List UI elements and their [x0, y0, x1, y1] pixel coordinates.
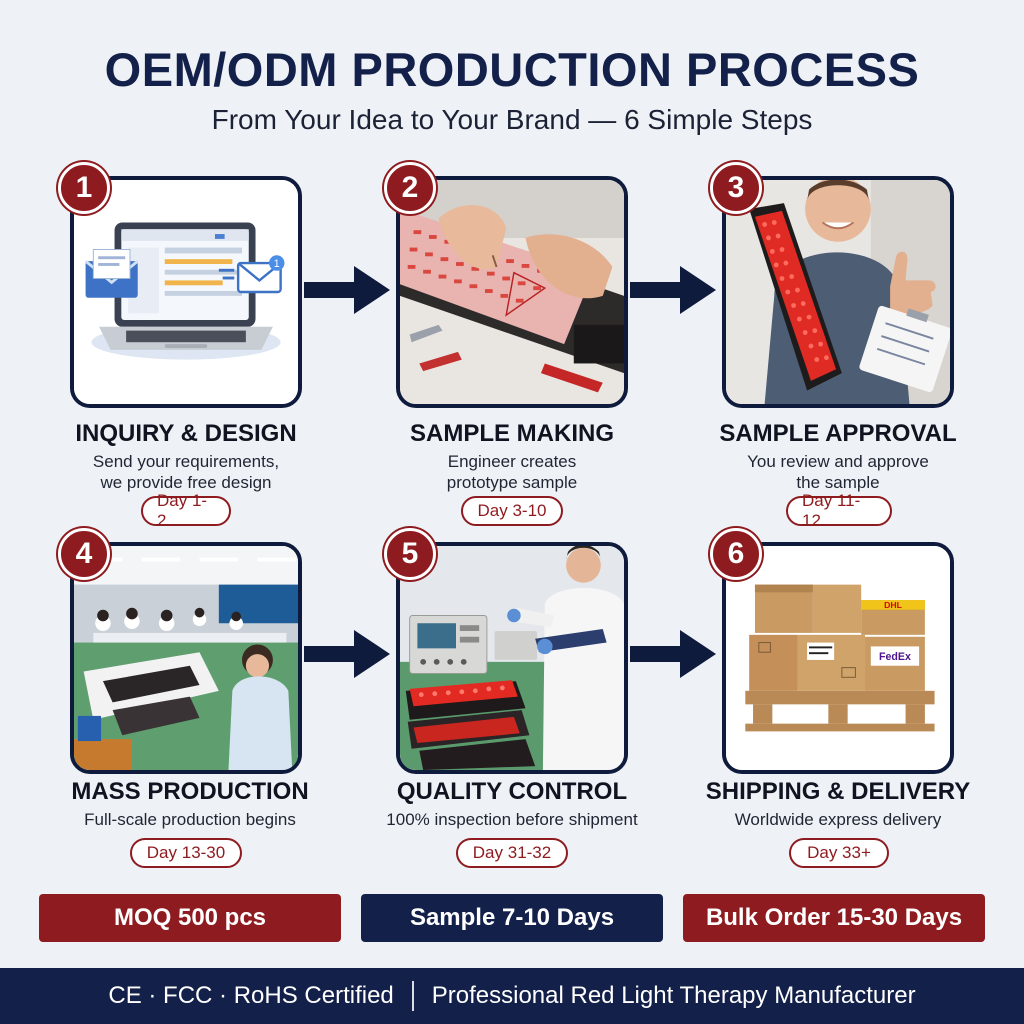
step-2-desc-line2: prototype sample [446, 473, 578, 492]
step-3-image [722, 176, 954, 408]
step-5-number: 5 [384, 528, 436, 580]
page-title: OEM/ODM PRODUCTION PROCESS [104, 43, 920, 96]
step-6-image: DHL FedEx [722, 542, 954, 774]
dhl-label: DHL [884, 600, 903, 610]
step-6-day-badge: Day 33+ [789, 838, 889, 868]
step-3-title: SAMPLE APPROVAL [719, 420, 957, 447]
step-1-desc-line1: Send your requirements, [92, 452, 280, 471]
step-4-day-badge: Day 13-30 [130, 838, 242, 868]
fedex-label: FedEx [879, 651, 911, 663]
step-3-desc-line1: You review and approve [747, 452, 929, 471]
step-3-day-badge: Day 11-12 [786, 491, 892, 530]
arrow-right-icon [630, 630, 716, 678]
footer-bar: CE · FCC · RoHS Certified Professional R… [0, 968, 1024, 1024]
step-4-image [70, 542, 302, 774]
step-1-desc-line2: we provide free design [100, 473, 272, 492]
step-4-desc-line1: Full-scale production begins [84, 810, 296, 829]
footer-divider [411, 981, 414, 1011]
step-2-number: 2 [384, 162, 436, 214]
factory-floor-icon [74, 546, 298, 770]
step-2-image [396, 176, 628, 408]
page-subtitle: From Your Idea to Your Brand — 6 Simple … [211, 104, 813, 135]
moq-badge: MOQ 500 pcs [39, 894, 341, 942]
step-2-title: SAMPLE MAKING [410, 420, 614, 447]
step-2-desc-line1: Engineer creates [447, 452, 577, 471]
step-2-day-badge: Day 3-10 [461, 496, 563, 526]
step-5-image [396, 542, 628, 774]
step-5-desc-line1: 100% inspection before shipment [386, 810, 638, 829]
boxes-pallet-icon: DHL FedEx [726, 546, 950, 770]
step-5-title: QUALITY CONTROL [396, 778, 628, 805]
arrow-right-icon [304, 266, 390, 314]
arrow-right-icon [630, 266, 716, 314]
step-6-number: 6 [710, 528, 762, 580]
step-6-desc-line1: Worldwide express delivery [734, 810, 942, 829]
step-1-number: 1 [58, 162, 110, 214]
step-4-number: 4 [58, 528, 110, 580]
sample-time-badge: Sample 7-10 Days [361, 894, 663, 942]
step-3-number: 3 [710, 162, 762, 214]
email-badge-count: 1 [274, 258, 280, 270]
soldering-hands-icon [400, 180, 624, 404]
thumbs-up-approval-icon [726, 180, 950, 404]
step-4-title: MASS PRODUCTION [71, 778, 309, 805]
manufacturer-tagline: Professional Red Light Therapy Manufactu… [431, 982, 916, 1009]
step-1-image: 1 [70, 176, 302, 408]
certifications-text: CE · FCC · RoHS Certified [108, 982, 394, 1009]
step-1-day-badge: Day 1-2 [141, 491, 231, 530]
laptop-email-icon: 1 [74, 180, 298, 404]
step-6-title: SHIPPING & DELIVERY [705, 778, 971, 805]
arrow-right-icon [304, 630, 390, 678]
inspection-icon [400, 546, 624, 770]
step-5-day-badge: Day 31-32 [456, 838, 568, 868]
bulk-order-badge: Bulk Order 15-30 Days [683, 894, 985, 942]
step-1-title: INQUIRY & DESIGN [75, 420, 297, 447]
step-3-desc-line2: the sample [796, 473, 880, 492]
